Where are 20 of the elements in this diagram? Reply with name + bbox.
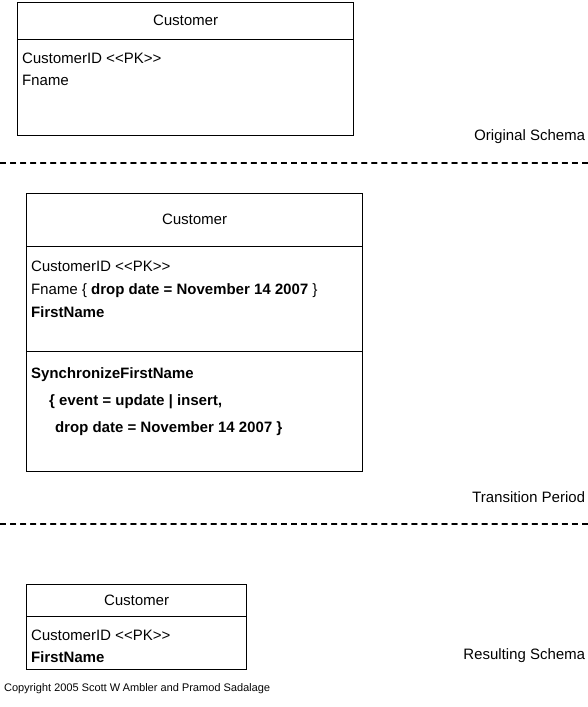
section-label: Resulting Schema bbox=[463, 645, 585, 665]
section-label: Original Schema bbox=[474, 126, 585, 146]
class-member: FirstName bbox=[31, 303, 106, 323]
class-box bbox=[26, 584, 247, 670]
class-box bbox=[17, 2, 354, 136]
section-label: Transition Period bbox=[472, 488, 585, 508]
class-member: Fname bbox=[22, 71, 70, 91]
class-member: Fname { drop date = November 14 2007 } bbox=[31, 280, 318, 300]
copyright-note: Copyright 2005 Scott W Ambler and Pramod Sadalage bbox=[4, 681, 270, 696]
class-member: CustomerID <<PK>> bbox=[31, 257, 172, 277]
class-member: CustomerID <<PK>> bbox=[31, 626, 172, 646]
class-member: drop date = November 14 2007 } bbox=[54, 418, 284, 438]
class-member: CustomerID <<PK>> bbox=[22, 49, 162, 69]
class-box bbox=[26, 193, 363, 472]
class-member: SynchronizeFirstName bbox=[31, 364, 195, 384]
class-member: { event = update | insert, bbox=[48, 391, 223, 411]
class-member: FirstName bbox=[31, 648, 106, 668]
class-name: Customer bbox=[152, 11, 218, 31]
class-name: Customer bbox=[162, 210, 228, 230]
class-name: Customer bbox=[104, 590, 170, 610]
